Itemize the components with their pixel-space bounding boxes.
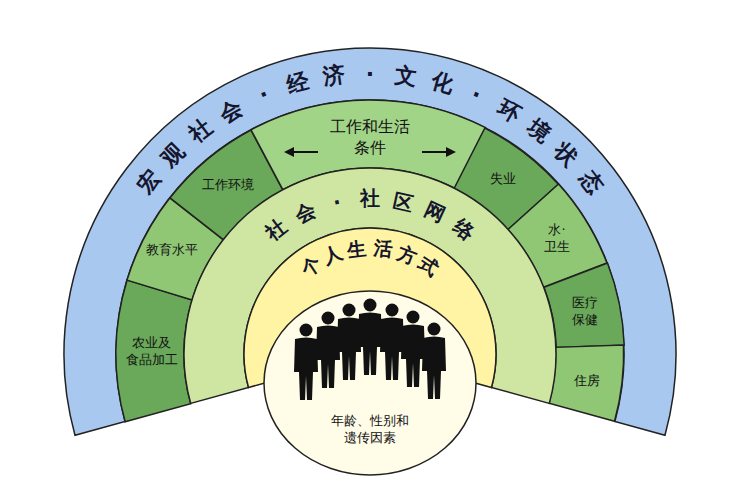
band-title: 个人生活方式 (295, 234, 444, 282)
glyph: 观 (158, 139, 189, 170)
glyph: 会 (292, 199, 319, 226)
glyph: · (366, 63, 374, 85)
outer-band: 农业及 食品加工 教育水平 工作环境 工作和生活 条件失业水· 卫生医疗 保健住房 年龄… (64, 48, 676, 435)
arrow-line (422, 151, 449, 153)
band-shape (549, 345, 624, 421)
tile-label: 农业及 食品加工 (125, 335, 179, 369)
people-silhouettes (294, 299, 446, 401)
glyph: 宏 (134, 166, 165, 197)
tile-label: 失业 (489, 171, 517, 188)
glyph: 络 (450, 215, 478, 243)
glyph: 境 (524, 115, 555, 146)
person-silhouette (316, 312, 340, 389)
glyph: 方 (395, 242, 419, 266)
factor-tile: 农业及 食品加工 (116, 280, 192, 422)
person-silhouette (294, 324, 318, 401)
glyph: · (331, 191, 343, 212)
glyph: 区 (391, 190, 415, 214)
glyph: 活 (372, 238, 393, 259)
glyph: 经 (285, 70, 312, 97)
tile-label: 工作环境 (201, 177, 255, 194)
glyph: 社 (185, 115, 216, 146)
person-silhouette (422, 323, 446, 400)
glyph: · (468, 83, 484, 107)
tile-label: 水· 卫生 (543, 222, 571, 256)
glyph: 会 (216, 96, 246, 126)
person-silhouette (337, 304, 361, 381)
network-band: 年龄、性别和 遗传因素个人生活方式社会·社区网络 (184, 168, 556, 403)
shape-outline (264, 291, 476, 475)
tile-label: 住房 (573, 373, 601, 390)
glyph: 态 (575, 166, 606, 197)
band-title: 社会·社区网络 (260, 182, 480, 245)
arrow-head (284, 147, 294, 157)
person-silhouette (380, 304, 404, 381)
tile-label: 医疗 保健 (571, 295, 599, 329)
core-circle: 年龄、性别和 遗传因素 (264, 291, 476, 475)
glyph: 人 (321, 242, 345, 266)
arrow-line (291, 151, 318, 153)
glyph: 化 (428, 70, 455, 97)
person-silhouette (401, 311, 425, 388)
span-arrows (284, 147, 456, 157)
tile-heading: 工作和生活 条件 (329, 117, 411, 159)
glyph: 生 (347, 238, 368, 259)
glyph: 社 (262, 215, 290, 243)
glyph: 网 (422, 199, 449, 226)
person-silhouette (358, 299, 382, 376)
circle-shape (264, 291, 476, 475)
core-label: 年龄、性别和 遗传因素 (330, 413, 410, 447)
band-title: 宏观社会 · 经济 · 文化 · 环境状态 (132, 56, 608, 199)
arrow-head (446, 147, 456, 157)
glyph: 文 (394, 64, 419, 89)
glyph: 环 (494, 96, 524, 126)
glyph: 式 (416, 253, 442, 279)
lifestyle-band: 年龄、性别和 遗传因素个人生活方式 (244, 228, 496, 387)
factor-tile: 住房 (549, 345, 624, 421)
tile-label: 教育水平 (145, 242, 199, 259)
shape-outline (116, 280, 192, 422)
glyph: 社 (360, 188, 380, 208)
glyph: 济 (321, 64, 346, 89)
glyph: 状 (551, 139, 582, 170)
glyph: 个 (297, 253, 323, 279)
glyph: · (256, 83, 272, 107)
band-shape (116, 280, 192, 422)
